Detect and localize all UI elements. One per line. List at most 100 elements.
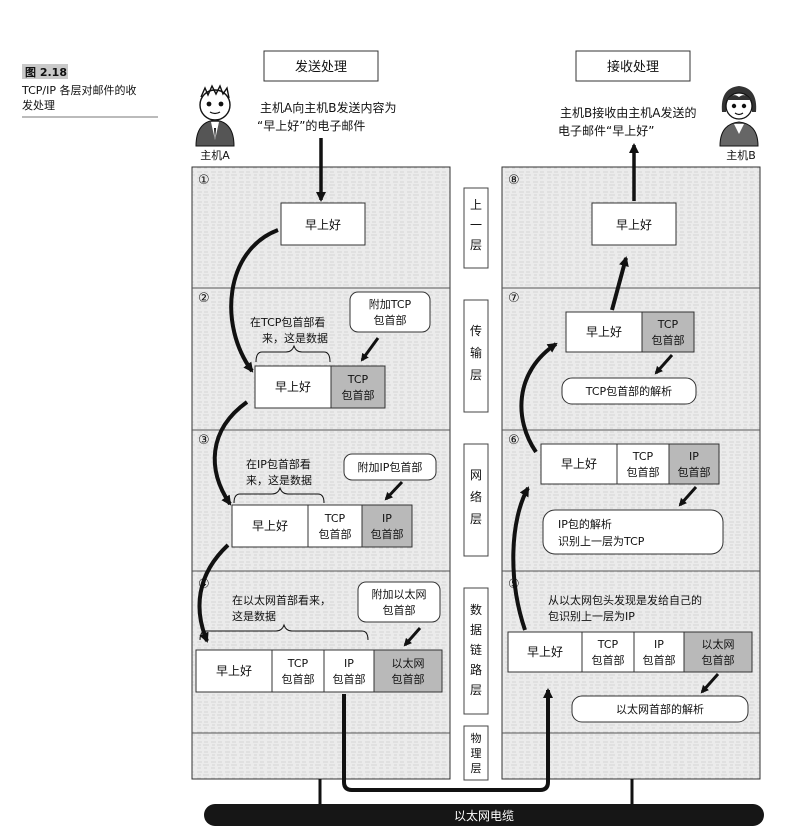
- note-add-eth-l1: 附加以太网: [372, 587, 427, 601]
- note-eth-view-l1: 在以太网首部看来，: [232, 593, 331, 607]
- layer-upper-c2: 一: [470, 218, 482, 232]
- note-eth-parse: 以太网首部的解析: [616, 702, 704, 716]
- sending-title: 发送处理: [295, 59, 347, 75]
- layer-physical-box: [463, 725, 489, 781]
- layer-upper-box: [463, 187, 489, 269]
- note-ip-parse-l1: IP包的解析: [558, 517, 612, 531]
- layer-dividers: [192, 287, 760, 734]
- packet-8-data: 早上好: [616, 218, 652, 232]
- arrow-physical-transfer: [342, 688, 553, 792]
- packet-5-ip-box: [633, 631, 685, 673]
- layer-datalink-c1: 数: [470, 602, 482, 617]
- sending-title-box: [263, 50, 379, 82]
- arrow-add-eth: [403, 627, 422, 647]
- packet-1-data: 早上好: [305, 218, 341, 232]
- packet-7-tcp-l2: 包首部: [652, 333, 685, 347]
- note-tcp-view-l1: 在TCP包首部看: [250, 315, 325, 329]
- packet-2-data: 早上好: [275, 380, 311, 394]
- packet-3-data: 早上好: [252, 519, 288, 533]
- note-add-tcp-l1: 附加TCP: [369, 297, 412, 311]
- packet-6-data: 早上好: [561, 457, 597, 471]
- layer-physical-c2: 理: [471, 747, 482, 760]
- packet-4-data: 早上好: [216, 664, 252, 678]
- ethernet-cable: [204, 804, 764, 826]
- arrow-recv-6-7: [519, 342, 558, 454]
- packet-7-tcp-box: [641, 311, 695, 353]
- note-add-ip-box: [343, 453, 437, 481]
- layer-datalink-c4: 路: [470, 662, 482, 677]
- note-ip-view-l1: 在IP包首部看: [246, 457, 311, 471]
- ethernet-cable-label: 以太网电缆: [454, 808, 514, 823]
- arrow-send-1-2: [229, 228, 279, 373]
- arrow-ip-parse: [678, 486, 698, 507]
- caption-line2: 发处理: [22, 98, 55, 112]
- layer-physical-c3: 层: [471, 762, 482, 775]
- packet-6-tcp-box: [616, 443, 670, 485]
- layer-transport-c3: 层: [470, 368, 482, 382]
- brace-eth-view: [199, 623, 369, 641]
- packet-5-eth-box: [683, 631, 753, 673]
- step-2: ②: [198, 291, 210, 306]
- packet-6-tcp-l2: 包首部: [627, 465, 660, 479]
- layer-transport-c1: 传: [470, 323, 482, 338]
- receiving-desc-line1: 主机B接收由主机A发送的: [560, 105, 696, 120]
- packet-6-ip-box: [668, 443, 720, 485]
- note-tcp-view-l2: 来，这是数据: [262, 331, 328, 345]
- note-add-tcp-l2: 包首部: [374, 313, 407, 327]
- step-8: ⑧: [508, 173, 520, 188]
- caption-line1: TCP/IP 各层对邮件的收: [21, 83, 136, 97]
- note-add-eth-box: [357, 581, 441, 623]
- packet-5-tcp-l1: TCP: [597, 638, 619, 651]
- receiving-title-box: [575, 50, 691, 82]
- note-tcp-parse: TCP包首部的解析: [585, 384, 672, 398]
- note-ip-parse-l2: 识别上一层为TCP: [558, 535, 645, 548]
- layer-network-c3: 层: [470, 512, 482, 526]
- packet-1-data-box: [280, 202, 366, 246]
- layer-upper-c3: 层: [470, 238, 482, 252]
- layer-network-c2: 络: [470, 489, 482, 504]
- packet-4-ip-l1: IP: [344, 657, 354, 670]
- packet-5-eth-l2: 包首部: [702, 653, 735, 667]
- caption-number: 图 2.18: [25, 66, 67, 79]
- note-eth-parse-box: [571, 695, 749, 723]
- packet-4-ip-box: [323, 649, 375, 693]
- arrow-add-tcp: [360, 337, 380, 362]
- packet-3-ip-box: [361, 504, 413, 548]
- packet-5-eth-l1: 以太网: [702, 638, 735, 651]
- layer-network-c1: 网: [470, 468, 482, 482]
- arrow-send-2-3: [212, 400, 249, 506]
- arrow-add-ip: [384, 480, 404, 501]
- note-eth-detect-l2: 包识别上一层为IP: [548, 610, 635, 623]
- packet-6-ip-l2: 包首部: [678, 465, 711, 479]
- packet-5-tcp-l2: 包首部: [592, 653, 625, 667]
- packet-5-data: 早上好: [527, 645, 563, 659]
- packet-4-tcp-l1: TCP: [287, 657, 309, 670]
- step-7: ⑦: [508, 291, 520, 306]
- sending-desc-line1: 主机A向主机B发送内容为: [260, 100, 396, 115]
- packet-2-tcp-box: [330, 365, 386, 409]
- sending-desc-line2: “早上好”的电子邮件: [257, 118, 365, 133]
- brace-tcp-view: [255, 344, 331, 363]
- packet-8-data-box: [591, 202, 677, 246]
- packet-6-tcp-l1: TCP: [632, 450, 654, 463]
- packet-4-eth-l2: 包首部: [392, 672, 425, 686]
- brace-ip-view: [233, 486, 325, 504]
- host-b-person-icon: [719, 86, 759, 147]
- packet-4-tcp-l2: 包首部: [282, 672, 315, 686]
- packet-7-tcp-l1: TCP: [657, 318, 679, 331]
- step-6: ⑥: [508, 433, 520, 448]
- host-b-label: 主机B: [726, 148, 756, 162]
- layer-datalink-c5: 层: [470, 683, 482, 697]
- packet-5-ip-l2: 包首部: [643, 653, 676, 667]
- note-eth-view-l2: 这是数据: [232, 609, 276, 623]
- packet-4-eth-box: [373, 649, 443, 693]
- layer-physical-c1: 物: [471, 731, 482, 745]
- note-ip-parse-box: [542, 509, 724, 555]
- packet-3-ip-l2: 包首部: [371, 527, 404, 541]
- layer-network-box: [463, 443, 489, 557]
- layer-transport-box: [463, 299, 489, 413]
- step-1: ①: [198, 173, 210, 188]
- receiving-desc-line2: 电子邮件“早上好”: [558, 124, 654, 138]
- packet-3-tcp-l2: 包首部: [319, 527, 352, 541]
- packet-5-tcp-box: [581, 631, 635, 673]
